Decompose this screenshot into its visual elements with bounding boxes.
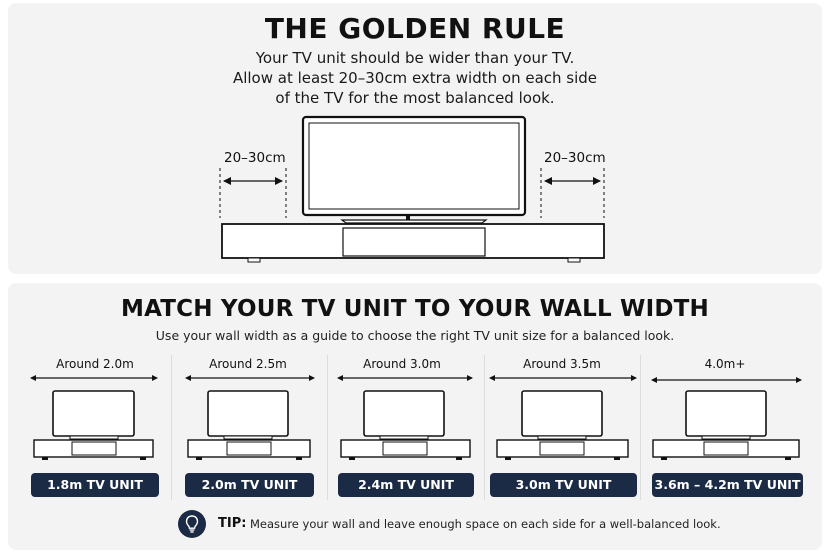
tv-set-icon-3 — [340, 390, 471, 460]
tv-unit-icon — [221, 223, 605, 263]
golden-rule-illustration — [219, 115, 605, 263]
column-divider — [327, 355, 328, 500]
column-divider — [171, 355, 172, 500]
golden-rule-line-3: of the TV for the most balanced look. — [275, 89, 555, 107]
tv-set-icon-1 — [33, 390, 154, 460]
tv-set-icon-2 — [187, 390, 311, 460]
tip-text: Measure your wall and leave enough space… — [250, 517, 721, 531]
wall-width-label-1: Around 2.0m — [56, 357, 134, 371]
right-dimension-label: 20–30cm — [544, 150, 606, 166]
wall-width-label-4: Around 3.5m — [523, 357, 601, 371]
unit-size-badge-5: 3.6m – 4.2m TV UNIT — [652, 473, 803, 497]
lightbulb-icon — [178, 510, 206, 538]
match-title: MATCH YOUR TV UNIT TO YOUR WALL WIDTH — [120, 296, 710, 322]
column-divider — [640, 355, 641, 500]
unit-size-badge-1: 1.8m TV UNIT — [31, 473, 159, 497]
unit-size-badge-3: 2.4m TV UNIT — [338, 473, 474, 497]
wall-width-illustrations — [30, 375, 802, 460]
unit-size-badge-4: 3.0m TV UNIT — [490, 473, 637, 497]
wall-width-label-2: Around 2.5m — [209, 357, 287, 371]
golden-rule-line-1: Your TV unit should be wider than your T… — [255, 49, 575, 67]
tv-set-icon-4 — [496, 390, 629, 460]
column-divider — [484, 355, 485, 500]
left-dimension-label: 20–30cm — [224, 150, 286, 166]
wall-width-label-3: Around 3.0m — [363, 357, 441, 371]
unit-size-badge-2: 2.0m TV UNIT — [185, 473, 314, 497]
match-subtitle: Use your wall width as a guide to choose… — [155, 328, 675, 343]
tv-icon — [301, 115, 527, 224]
wall-width-label-5: 4.0m+ — [704, 357, 746, 371]
tv-set-icon-5 — [652, 390, 800, 460]
golden-rule-title: THE GOLDEN RULE — [264, 12, 566, 45]
golden-rule-line-2: Allow at least 20–30cm extra width on ea… — [232, 69, 598, 87]
tip-label: TIP: — [218, 516, 247, 531]
